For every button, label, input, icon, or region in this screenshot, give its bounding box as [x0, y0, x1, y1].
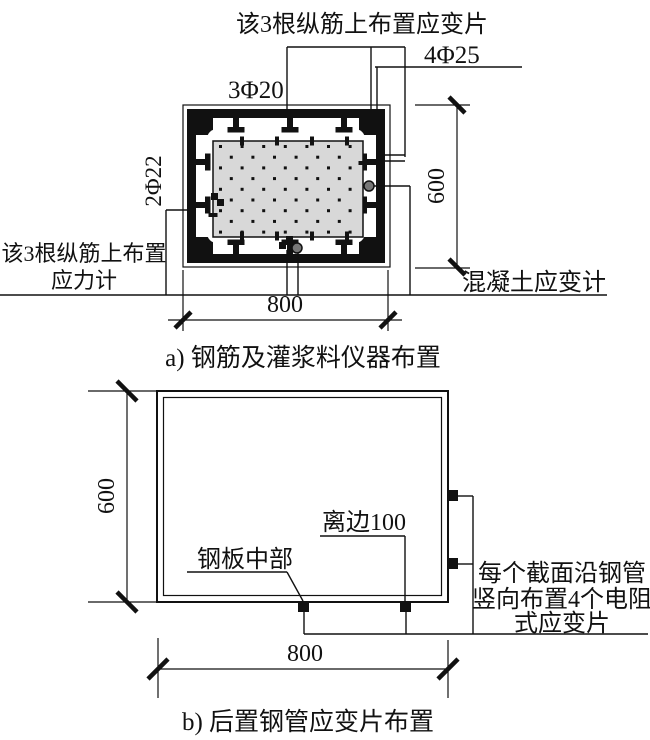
- left-bars: [196, 153, 211, 214]
- rebar-top-label: 3Φ20: [228, 77, 284, 104]
- top-note-leader: [286, 46, 406, 162]
- gauge-right-lower: [447, 558, 458, 569]
- top-note: 该3根纵筋上布置应变片: [236, 11, 488, 38]
- grout-stipple: [219, 145, 352, 234]
- panel-a: 600 800 该3根纵筋上布置应变片 4Φ25 3Φ20 2Φ22 该3根纵筋…: [0, 11, 607, 372]
- mid-note-leader: [187, 571, 304, 602]
- dim-600-b: 600: [94, 478, 120, 514]
- corner-rebar-leader: [375, 66, 522, 119]
- gauge-right-middle: [447, 490, 458, 501]
- left-note-line1: 该3根纵筋上布置: [1, 241, 166, 266]
- lower-leaders: [0, 185, 607, 296]
- gauge-bottom-middle: [298, 601, 309, 612]
- top-bars: [227, 118, 353, 133]
- right-note-line2: 竖向布置4个电阻: [472, 586, 650, 613]
- rebar-side-label: 2Φ22: [141, 155, 166, 206]
- gauge-mark-left-middle: [211, 193, 224, 206]
- edge-note-leader: [320, 535, 406, 601]
- concrete-gauge-bottom: [291, 242, 303, 254]
- gauge-bottom-right: [400, 601, 411, 612]
- gauge-leaders: [303, 495, 648, 635]
- dimension-height-a: 600: [415, 95, 470, 277]
- edge-note: 离边100: [322, 509, 406, 536]
- right-note-line1: 每个截面沿钢管: [478, 560, 646, 587]
- tube-outline-inner: [162, 396, 443, 597]
- right-note-line3: 式应变片: [514, 610, 610, 637]
- caption-a: a) 钢筋及灌浆料仪器布置: [165, 344, 441, 372]
- concrete-gauge-right: [363, 180, 375, 192]
- panel-b: 600 800 离边100 钢板中部 每个截面沿钢管 竖向布置4个电阻 式应变片…: [88, 379, 650, 736]
- left-note-line2: 应力计: [51, 268, 117, 293]
- gauge-mark-top-right: [362, 111, 375, 125]
- dimension-width-a: 800: [168, 270, 402, 331]
- dim-600-a: 600: [424, 168, 450, 204]
- mid-note: 钢板中部: [197, 546, 293, 573]
- dim-800-b: 800: [287, 641, 323, 667]
- grout-block: [208, 136, 368, 241]
- concrete-gauge-label: 混凝土应变计: [462, 269, 606, 296]
- dimension-width-b: 800: [146, 638, 460, 698]
- rebar-corner-label: 4Φ25: [424, 42, 480, 69]
- bar-gauge-marks: [211, 111, 375, 249]
- dim-800-a: 800: [267, 292, 303, 318]
- gauge-mark-bottom-middle: [279, 236, 293, 249]
- strain-gauges: [298, 490, 458, 612]
- dimension-height-b: 600: [88, 379, 157, 614]
- grout-edge-stubs: [208, 136, 368, 241]
- caption-b: b) 后置钢管应变片布置: [182, 708, 434, 736]
